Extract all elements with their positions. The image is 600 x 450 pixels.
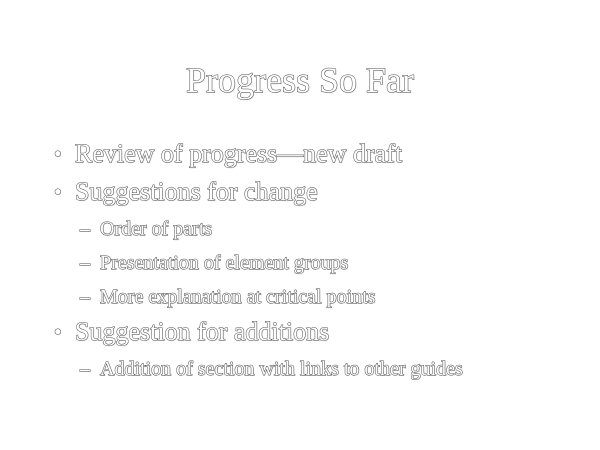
sub-bullet-marker: – — [80, 286, 91, 309]
bullet-text: Suggestion for additions — [74, 317, 330, 347]
slide-title: Progress So Far — [185, 60, 414, 101]
bullet-item: • Suggestions for change — [0, 174, 600, 210]
bullet-item: • Suggestion for additions — [0, 314, 600, 350]
sub-bullet-text: Presentation of element groups — [99, 252, 349, 275]
sub-bullet-marker: – — [80, 358, 91, 381]
bullet-marker: • — [54, 141, 63, 167]
bullet-list: • Review of progress—new draft • Suggest… — [0, 136, 600, 386]
sub-bullet-item: – Addition of section with links to othe… — [0, 352, 600, 386]
bullet-text: Review of progress—new draft — [74, 139, 403, 169]
bullet-marker: • — [54, 319, 63, 345]
sub-bullet-item: – Presentation of element groups — [0, 246, 600, 280]
bullet-item: • Review of progress—new draft — [0, 136, 600, 172]
bullet-text: Suggestions for change — [75, 177, 319, 207]
sub-bullet-item: – More explanation at critical points — [0, 280, 600, 314]
sub-bullet-text: Order of parts — [99, 218, 213, 241]
sub-bullet-text: More explanation at critical points — [99, 286, 376, 309]
sub-bullet-marker: – — [80, 218, 91, 241]
sub-bullet-marker: – — [80, 252, 91, 275]
sub-bullet-item: – Order of parts — [0, 212, 600, 246]
sub-bullet-text: Addition of section with links to other … — [100, 358, 464, 381]
bullet-marker: • — [54, 179, 63, 205]
